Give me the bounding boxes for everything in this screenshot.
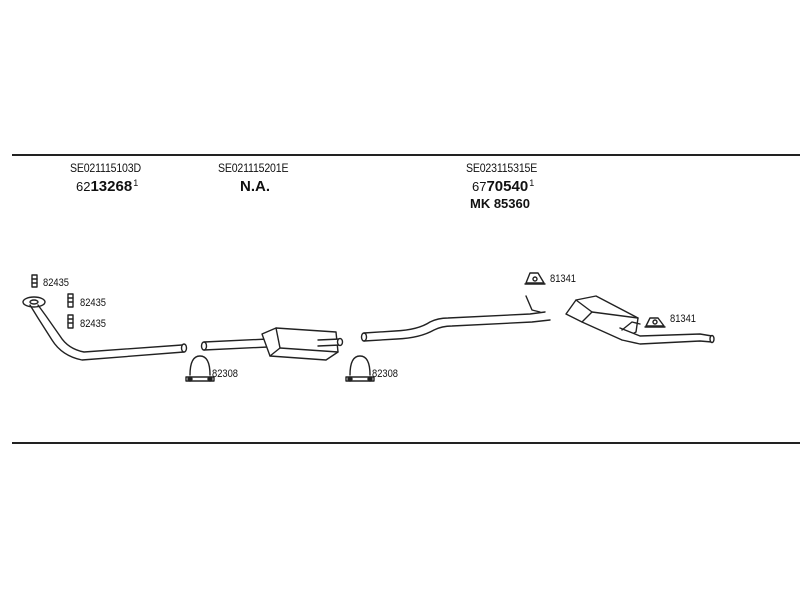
part-label-gasket-top: 82435: [43, 277, 70, 289]
section-extra-code: MK 85360: [470, 196, 530, 211]
part-label-gasket-mid: 82435: [80, 297, 107, 309]
front-pipe: [22, 296, 188, 361]
clamp-icon-right: [345, 355, 375, 382]
part-label-gasket-low: 82435: [80, 318, 107, 330]
section-number-front: 62132681: [76, 178, 138, 195]
part-label-clamp-left: 82308: [212, 368, 239, 380]
part-label-clamp-right: 82308: [372, 368, 399, 380]
number-main: 13268: [90, 178, 133, 195]
rear-pipe: [360, 295, 551, 342]
hanger-icon-right: [621, 317, 666, 331]
hanger-icon-top: [524, 272, 546, 285]
number-prefix: 67: [472, 179, 487, 194]
gasket-icon-low: [67, 314, 74, 329]
number-prefix: 62: [76, 179, 91, 194]
part-label-hanger-top: 81341: [550, 273, 577, 285]
part-label-hanger-right: 81341: [670, 313, 697, 325]
top-rule: [12, 154, 800, 156]
number-main: 70540: [486, 178, 529, 195]
clamp-icon-left: [185, 355, 215, 382]
section-na-text: N.A.: [240, 178, 270, 195]
middle-silencer: [200, 327, 344, 361]
bottom-rule: [12, 442, 800, 444]
rear-silencer: [565, 295, 715, 345]
flange-icon: [22, 296, 46, 308]
section-code-rear: SE023115315E: [466, 161, 538, 175]
gasket-icon-top: [31, 274, 38, 288]
section-code-front: SE021115103D: [70, 161, 141, 175]
section-number-rear: 67705401: [472, 178, 534, 195]
gasket-icon-mid: [67, 293, 74, 308]
section-code-middle: SE021115201E: [218, 161, 289, 175]
number-suffix: 1: [133, 178, 139, 188]
number-suffix: 1: [529, 178, 535, 188]
